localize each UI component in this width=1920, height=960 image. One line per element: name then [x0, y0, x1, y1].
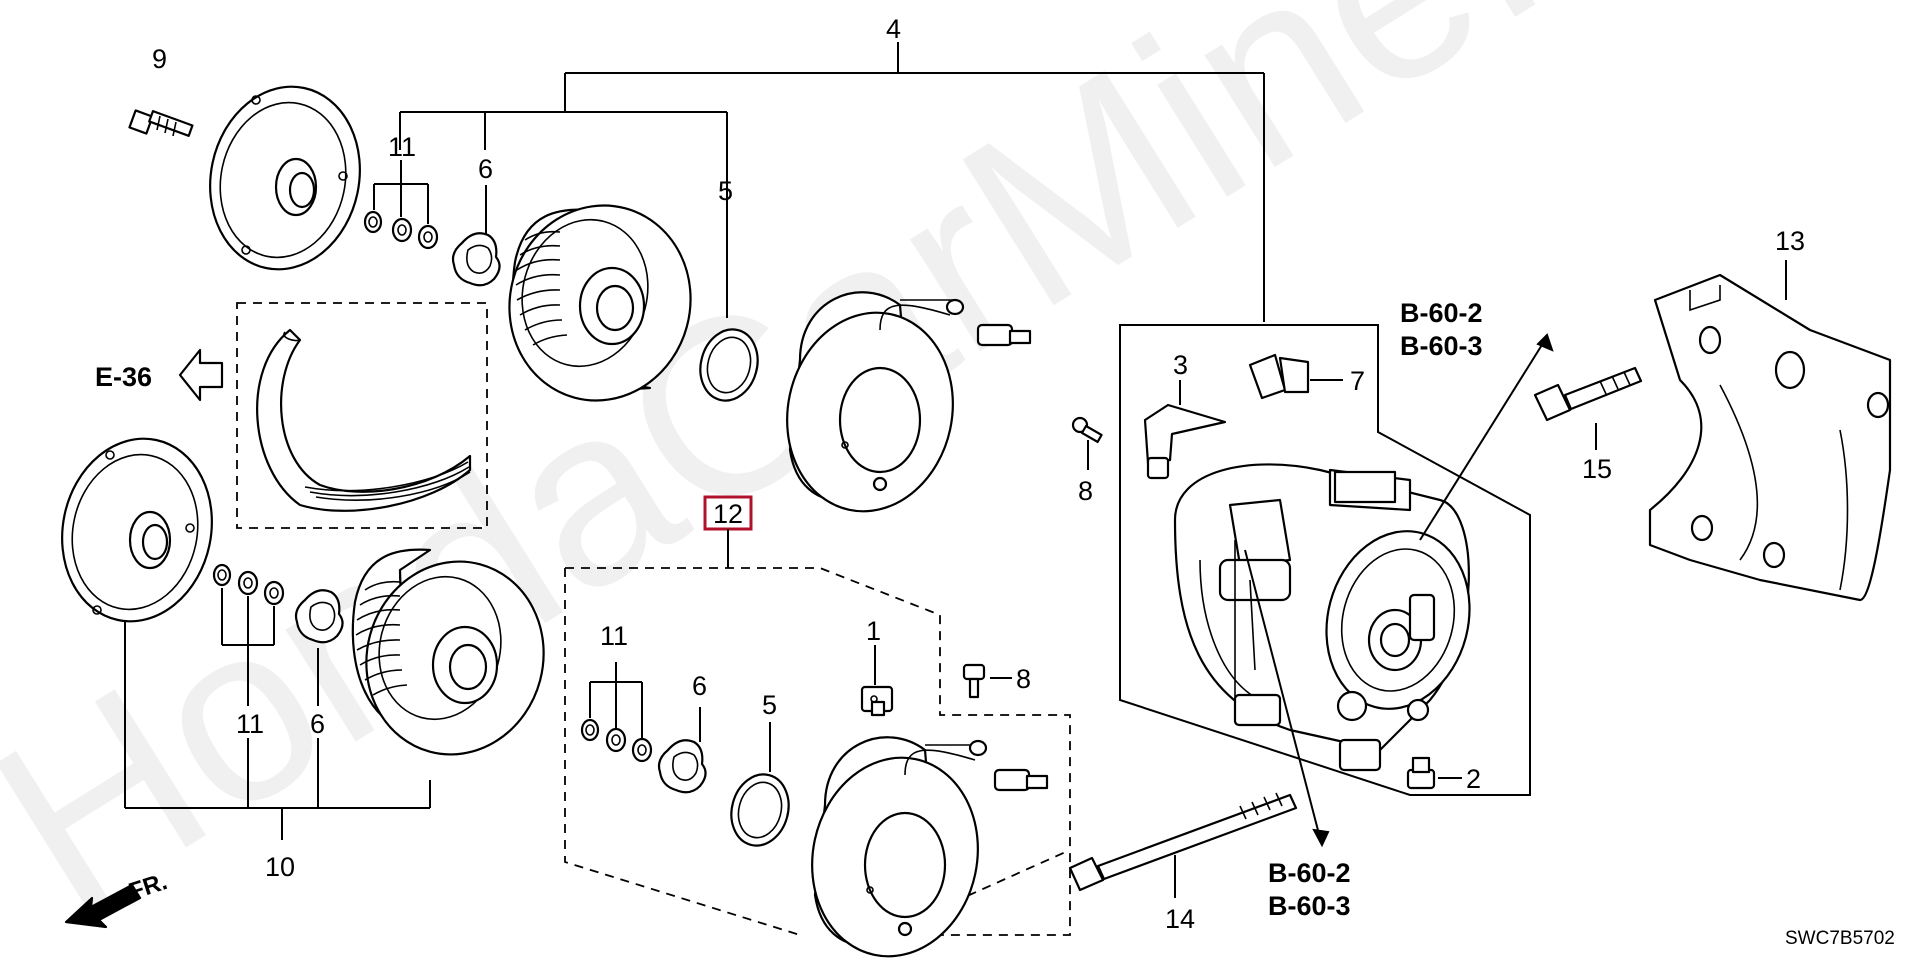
- callout-5-group12: 5: [762, 690, 777, 720]
- drive-belt[interactable]: [256, 328, 472, 512]
- callout-6-group12: 6: [692, 671, 707, 701]
- leader-group-10: [124, 620, 431, 840]
- callout-13: 13: [1775, 226, 1805, 256]
- field-coil-group12[interactable]: [794, 736, 1049, 960]
- callout-4: 4: [886, 14, 901, 44]
- shims-group12[interactable]: [580, 718, 653, 763]
- field-coil-top[interactable]: [769, 291, 1032, 527]
- pulley-top[interactable]: [488, 185, 713, 421]
- callout-14: 14: [1165, 904, 1195, 934]
- snap-ring-6-mid[interactable]: [294, 589, 344, 644]
- callout-10: 10: [265, 852, 295, 882]
- armature-plate-top[interactable]: [193, 73, 376, 284]
- leader-11-group12: [589, 662, 643, 738]
- long-bolt-14[interactable]: [1068, 792, 1298, 892]
- compressor-box: [1119, 324, 1531, 796]
- callout-11-top: 11: [388, 132, 416, 162]
- snap-ring-5-group12[interactable]: [724, 768, 797, 852]
- callout-6-mid: 6: [310, 709, 325, 739]
- diagram-code: SWC7B5702: [1785, 928, 1895, 949]
- e36-reference[interactable]: E-36: [95, 348, 224, 402]
- e36-label: E-36: [95, 362, 152, 392]
- compressor-body[interactable]: [1173, 463, 1489, 772]
- armature-plate-bottom[interactable]: [45, 425, 228, 636]
- arrow-up-icon: [1536, 333, 1554, 352]
- callout-8-group12: 8: [1016, 664, 1031, 694]
- leader-ref-top: [1419, 339, 1546, 541]
- leader-11-mid: [221, 588, 275, 706]
- screw-8-group12[interactable]: [962, 663, 986, 699]
- connector-7[interactable]: [1248, 353, 1310, 400]
- arrow-down-icon: [1312, 828, 1330, 848]
- callout-7: 7: [1350, 366, 1365, 396]
- callout-11-mid: 11: [236, 709, 264, 739]
- ref-b60-3-top[interactable]: B-60-3: [1400, 331, 1483, 361]
- belt-box: [236, 302, 488, 529]
- callout-8-top: 8: [1078, 476, 1093, 506]
- bolt-9[interactable]: [128, 109, 194, 137]
- ref-b60-2-bottom[interactable]: B-60-2: [1268, 858, 1351, 888]
- bolt-2[interactable]: [1406, 756, 1436, 790]
- screw-8-top[interactable]: [1071, 416, 1103, 444]
- shims-top[interactable]: [363, 210, 439, 250]
- callout-15: 15: [1582, 454, 1612, 484]
- ref-b60-3-bottom[interactable]: B-60-3: [1268, 891, 1351, 921]
- leader-11-top: [373, 160, 429, 224]
- shims-bottom-left[interactable]: [212, 563, 285, 606]
- front-arrow-icon: [64, 883, 142, 929]
- pulley-bottom[interactable]: [345, 542, 565, 775]
- callout-6-top: 6: [478, 154, 493, 184]
- callout-5-top: 5: [718, 176, 733, 206]
- callout-9: 9: [152, 44, 167, 74]
- bolt-15[interactable]: [1533, 366, 1643, 422]
- callout-1: 1: [866, 616, 881, 646]
- callout-11-group12: 11: [600, 621, 628, 651]
- bracket-3[interactable]: [1143, 403, 1227, 480]
- leader-ref-bottom: [1244, 549, 1321, 839]
- ref-b60-2-top[interactable]: B-60-2: [1400, 298, 1483, 328]
- snap-ring-6-group12[interactable]: [657, 739, 707, 794]
- compressor-bracket-13[interactable]: [1648, 273, 1892, 602]
- snap-ring-5-top[interactable]: [693, 323, 766, 407]
- snap-ring-6-top[interactable]: [451, 232, 501, 287]
- callout-12: 12: [713, 499, 743, 529]
- callout-3: 3: [1173, 350, 1188, 380]
- callout-2: 2: [1466, 764, 1481, 794]
- arrow-left-icon: [178, 348, 224, 402]
- thermal-protector-1[interactable]: [860, 685, 894, 717]
- leader-group-4: [399, 42, 1265, 322]
